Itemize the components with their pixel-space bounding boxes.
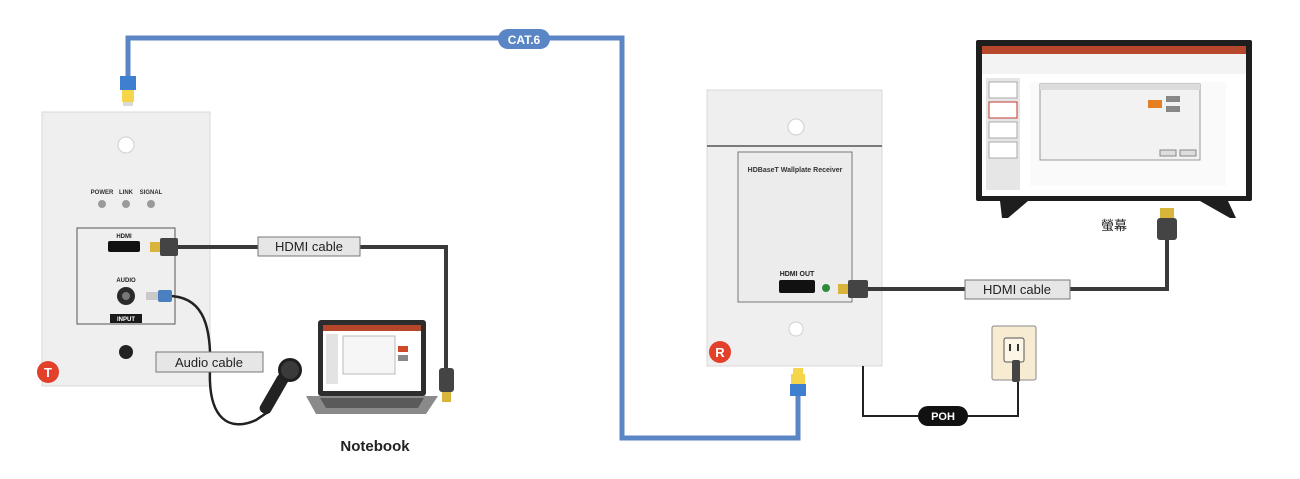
tx-input-label: INPUT [117, 317, 135, 323]
hdmi-plug-rx [838, 280, 868, 298]
power-led [98, 200, 106, 208]
hdmi-cable-left-label: HDMI cable [275, 239, 343, 254]
rx-status-led [822, 284, 830, 292]
audio-cable-label: Audio cable [175, 355, 243, 370]
receiver-badge [709, 341, 731, 363]
hdmi-cable-right-label-box [964, 279, 1071, 300]
audio-jack-hole [122, 292, 130, 300]
tx-hdmi-label: HDMI [116, 234, 132, 240]
input-panel [76, 227, 176, 325]
rx-hdmi-out-label: HDMI OUT [780, 271, 815, 278]
power-outlet-icon [991, 325, 1037, 382]
transmitter-badge-label: T [44, 365, 52, 380]
cat6-label-bg [498, 29, 550, 49]
poh-label-bg [918, 406, 968, 426]
link-led [122, 200, 130, 208]
hdmi-plug-notebook [439, 368, 454, 402]
receiver-wallplate [706, 89, 883, 367]
tv-icon [976, 40, 1252, 218]
hdmi-cable-right-label: HDMI cable [983, 282, 1051, 297]
hdmi-plug-tv [1157, 208, 1177, 240]
signal-led [147, 200, 155, 208]
tx-audio-label: AUDIO [116, 278, 136, 284]
audio-cable-label-box [155, 351, 264, 373]
receiver-badge-label: R [715, 345, 725, 360]
notebook-label: Notebook [340, 438, 410, 455]
led-label-link: LINK [119, 190, 134, 196]
cat6-cable [125, 35, 801, 441]
cat6-label: CAT.6 [508, 33, 541, 47]
input-tag [110, 314, 142, 323]
led-label-signal: SIGNAL [140, 190, 163, 196]
rj45-connector-left [120, 76, 136, 106]
led-label-power: POWER [91, 190, 114, 196]
microphone-icon [259, 358, 302, 415]
hdmi-plug-tx [150, 238, 178, 256]
audio-plug [146, 290, 172, 302]
tv-label: 螢幕 [1101, 219, 1127, 234]
receiver-title: HDBaseT Wallplate Receiver [748, 167, 843, 174]
notebook-icon [306, 320, 438, 414]
poh-label: POH [931, 411, 955, 423]
hdmi-cable-left-label-box [257, 236, 361, 257]
rj45-connector-right [790, 368, 806, 396]
rx-hdmi-port[interactable] [779, 280, 815, 293]
transmitter-badge [37, 361, 59, 383]
tx-hdmi-port[interactable] [108, 241, 140, 252]
